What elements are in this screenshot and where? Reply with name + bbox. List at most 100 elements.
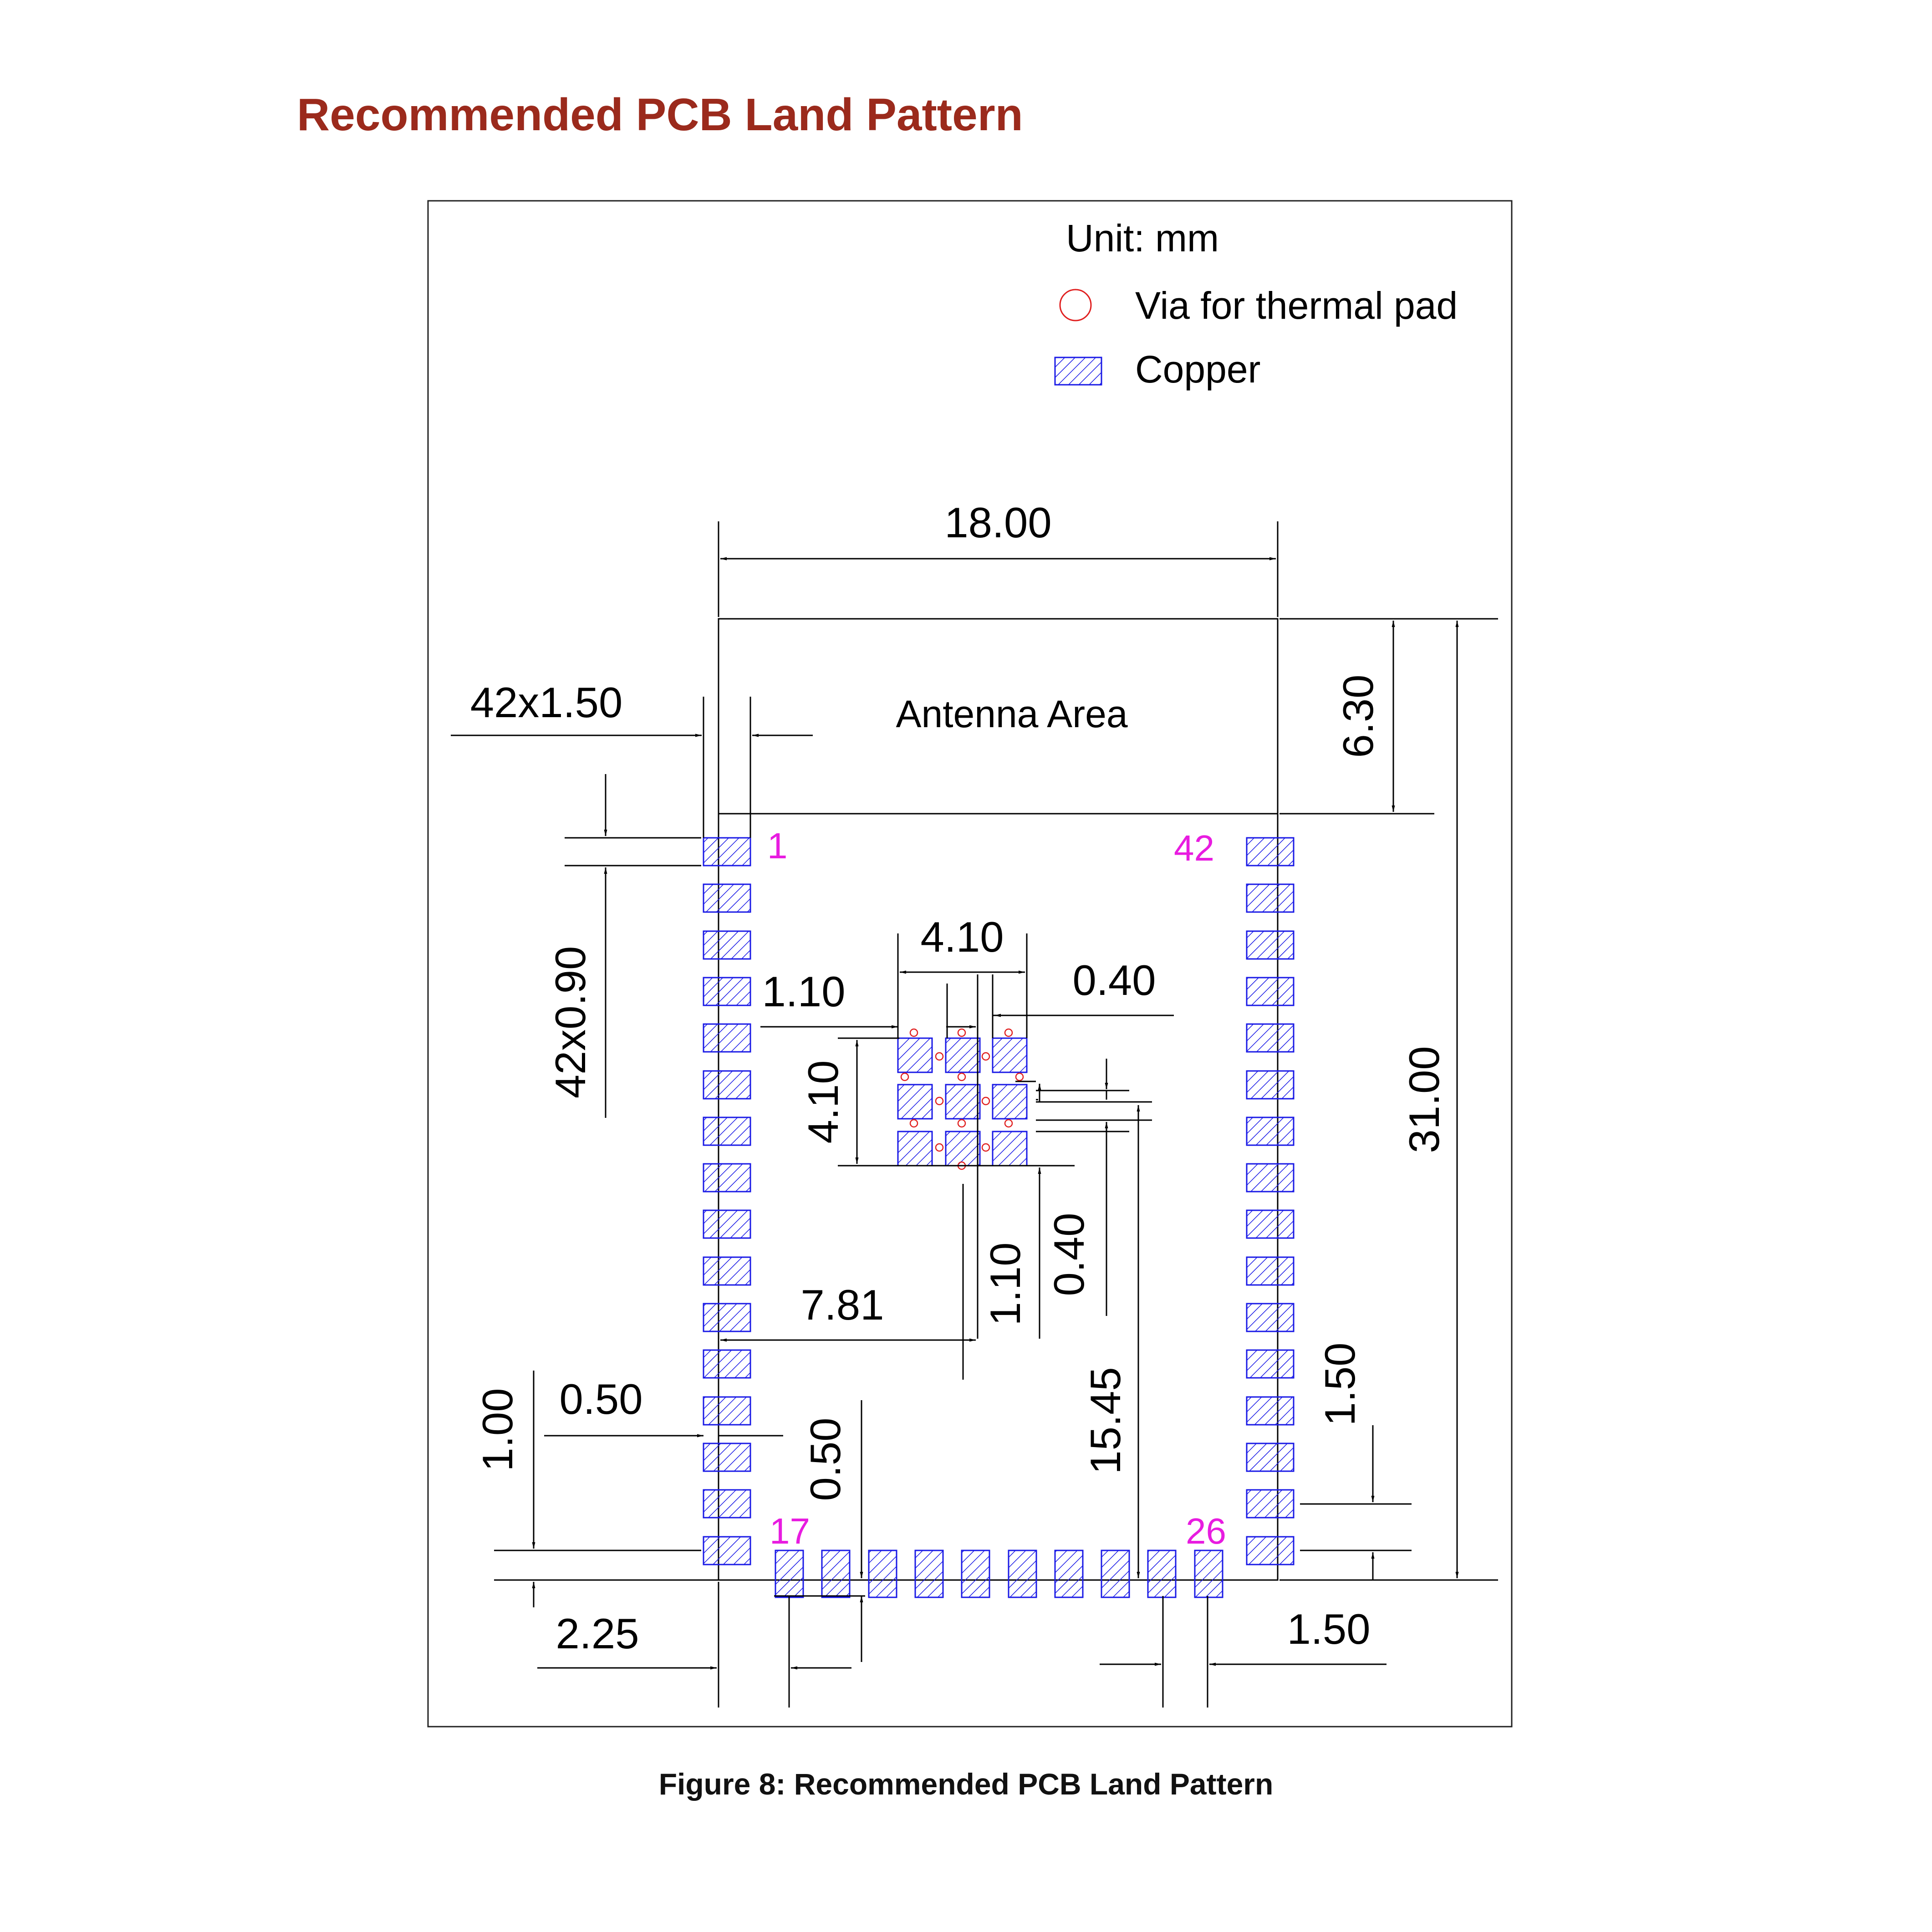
dim-bottom-last-pitch-label: 1.50 [1287, 1605, 1371, 1653]
figure-caption: Figure 8: Recommended PCB Land Pattern [658, 1767, 1274, 1801]
thermal-pad-1 [897, 1037, 933, 1073]
dim-center-offset-y: 15.45 [1081, 1105, 1140, 1578]
pad-bottom-20 [914, 1550, 944, 1598]
pad-bottom-23 [1054, 1550, 1084, 1598]
pad-left-13 [703, 1396, 751, 1426]
dim-corner-pitch: 1.00 [474, 1371, 747, 1607]
thermal-via-12 [957, 1119, 966, 1128]
pad-bottom-22 [1008, 1550, 1037, 1598]
pad-bottom-21 [961, 1550, 990, 1598]
pad-left-12 [703, 1349, 751, 1379]
dim-width: 18.00 [718, 499, 1279, 617]
pad-right-41 [1246, 883, 1295, 913]
dim-thermal-pad-h-label: 1.10 [762, 968, 846, 1015]
pad-bottom-17 [775, 1550, 804, 1598]
thermal-pad-7 [897, 1131, 933, 1167]
thermal-via-array [900, 1028, 1024, 1170]
dim-antenna-height-label: 6.30 [1334, 675, 1382, 758]
thermal-via-7 [957, 1072, 966, 1081]
dim-thermal-gap-h-label: 0.40 [1073, 956, 1156, 1004]
dim-center-offset-x: 7.81 [720, 1184, 976, 1380]
dim-bottom-last-pitch: 1.50 [1100, 1596, 1387, 1708]
pad-right-30 [1246, 1396, 1295, 1426]
pad-bottom-19 [868, 1550, 897, 1598]
dim-pad-width-label: 42x0.90 [546, 946, 594, 1099]
pin-label-17: 17 [770, 1511, 810, 1551]
dim-thermal-height: 4.10 [799, 1037, 1075, 1167]
thermal-via-2 [957, 1028, 966, 1037]
pad-left-7 [703, 1116, 751, 1146]
thermal-via-3 [1004, 1028, 1013, 1037]
dim-thermal-height-label: 4.10 [799, 1060, 847, 1144]
pad-left-3 [703, 930, 751, 960]
thermal-via-13 [1004, 1119, 1013, 1128]
pad-bottom-25 [1147, 1550, 1177, 1598]
thermal-pad-4 [897, 1084, 933, 1120]
dim-thermal-width: 4.10 [897, 913, 1028, 1038]
pad-left-5 [703, 1023, 751, 1053]
pad-bottom-26 [1194, 1550, 1223, 1598]
dim-thermal-gap-v-label: 0.40 [1045, 1213, 1093, 1296]
dim-edge-offset: 0.50 [544, 1375, 783, 1438]
thermal-pad-array [897, 1037, 1028, 1167]
pad-left-10 [703, 1256, 751, 1286]
thermal-pad-5 [945, 1084, 981, 1120]
pad-left-14 [703, 1443, 751, 1472]
dim-bottom-first-pad-label: 2.25 [556, 1610, 639, 1657]
pad-right-27 [1246, 1536, 1295, 1565]
dim-width-label: 18.00 [944, 499, 1051, 546]
dim-total-height-label: 31.00 [1400, 1046, 1448, 1153]
right-pad-column [1246, 837, 1295, 1565]
pad-right-38 [1246, 1023, 1295, 1053]
pad-bottom-24 [1101, 1550, 1130, 1598]
pad-left-6 [703, 1070, 751, 1100]
dim-thermal-width-label: 4.10 [921, 913, 1004, 961]
thermal-via-8 [1015, 1072, 1024, 1081]
figure-frame [427, 200, 1513, 1728]
copper-legend-label: Copper [1135, 348, 1261, 391]
thermal-via-10 [981, 1096, 990, 1106]
dim-pad-length-label: 42x1.50 [470, 678, 623, 726]
dim-thermal-pad-gap-v: 1.10 0.40 [981, 1059, 1152, 1339]
pad-left-8 [703, 1163, 751, 1193]
pad-right-34 [1246, 1209, 1295, 1239]
thermal-pad-9 [992, 1131, 1028, 1167]
pad-left-2 [703, 883, 751, 913]
pad-right-40 [1246, 930, 1295, 960]
copper-legend-icon [1054, 357, 1102, 386]
thermal-via-6 [900, 1072, 909, 1081]
antenna-area-outline [718, 618, 1279, 815]
pad-right-39 [1246, 977, 1295, 1006]
dim-side-last-pitch: 1.50 [1300, 1343, 1412, 1580]
thermal-via-9 [935, 1096, 944, 1106]
dim-pad-length: 42x1.50 [451, 678, 813, 838]
bottom-pad-row [775, 1550, 1223, 1598]
pad-right-29 [1246, 1443, 1295, 1472]
dim-bottom-offset: 0.50 [774, 1400, 865, 1662]
dim-antenna-height: 6.30 [1280, 618, 1498, 815]
dim-center-offset-x-label: 7.81 [801, 1281, 884, 1329]
dim-bottom-first-pad: 2.25 [537, 1582, 851, 1708]
pin-label-26: 26 [1186, 1511, 1226, 1551]
dim-total-height: 31.00 [1280, 621, 1498, 1581]
pin-label-42: 42 [1174, 828, 1214, 868]
dim-center-offset-y-label: 15.45 [1081, 1367, 1129, 1474]
thermal-pad-3 [992, 1037, 1028, 1073]
pad-right-32 [1246, 1303, 1295, 1332]
dim-thermal-pad-v-label: 1.10 [981, 1243, 1029, 1326]
pad-left-15 [703, 1489, 751, 1519]
left-pad-column [703, 837, 751, 1565]
pad-bottom-18 [821, 1550, 851, 1598]
thermal-via-11 [909, 1119, 918, 1128]
thermal-pad-8 [945, 1131, 981, 1167]
pad-left-11 [703, 1303, 751, 1332]
thermal-via-1 [909, 1028, 918, 1037]
pad-right-37 [1246, 1070, 1295, 1100]
via-legend-label: Via for thermal pad [1135, 284, 1458, 327]
dim-edge-offset-label: 0.50 [560, 1375, 643, 1423]
pad-left-16 [703, 1536, 751, 1565]
page-heading: Recommended PCB Land Pattern [297, 89, 1023, 140]
via-legend-icon [1059, 289, 1092, 321]
module-outline [718, 814, 1279, 1581]
